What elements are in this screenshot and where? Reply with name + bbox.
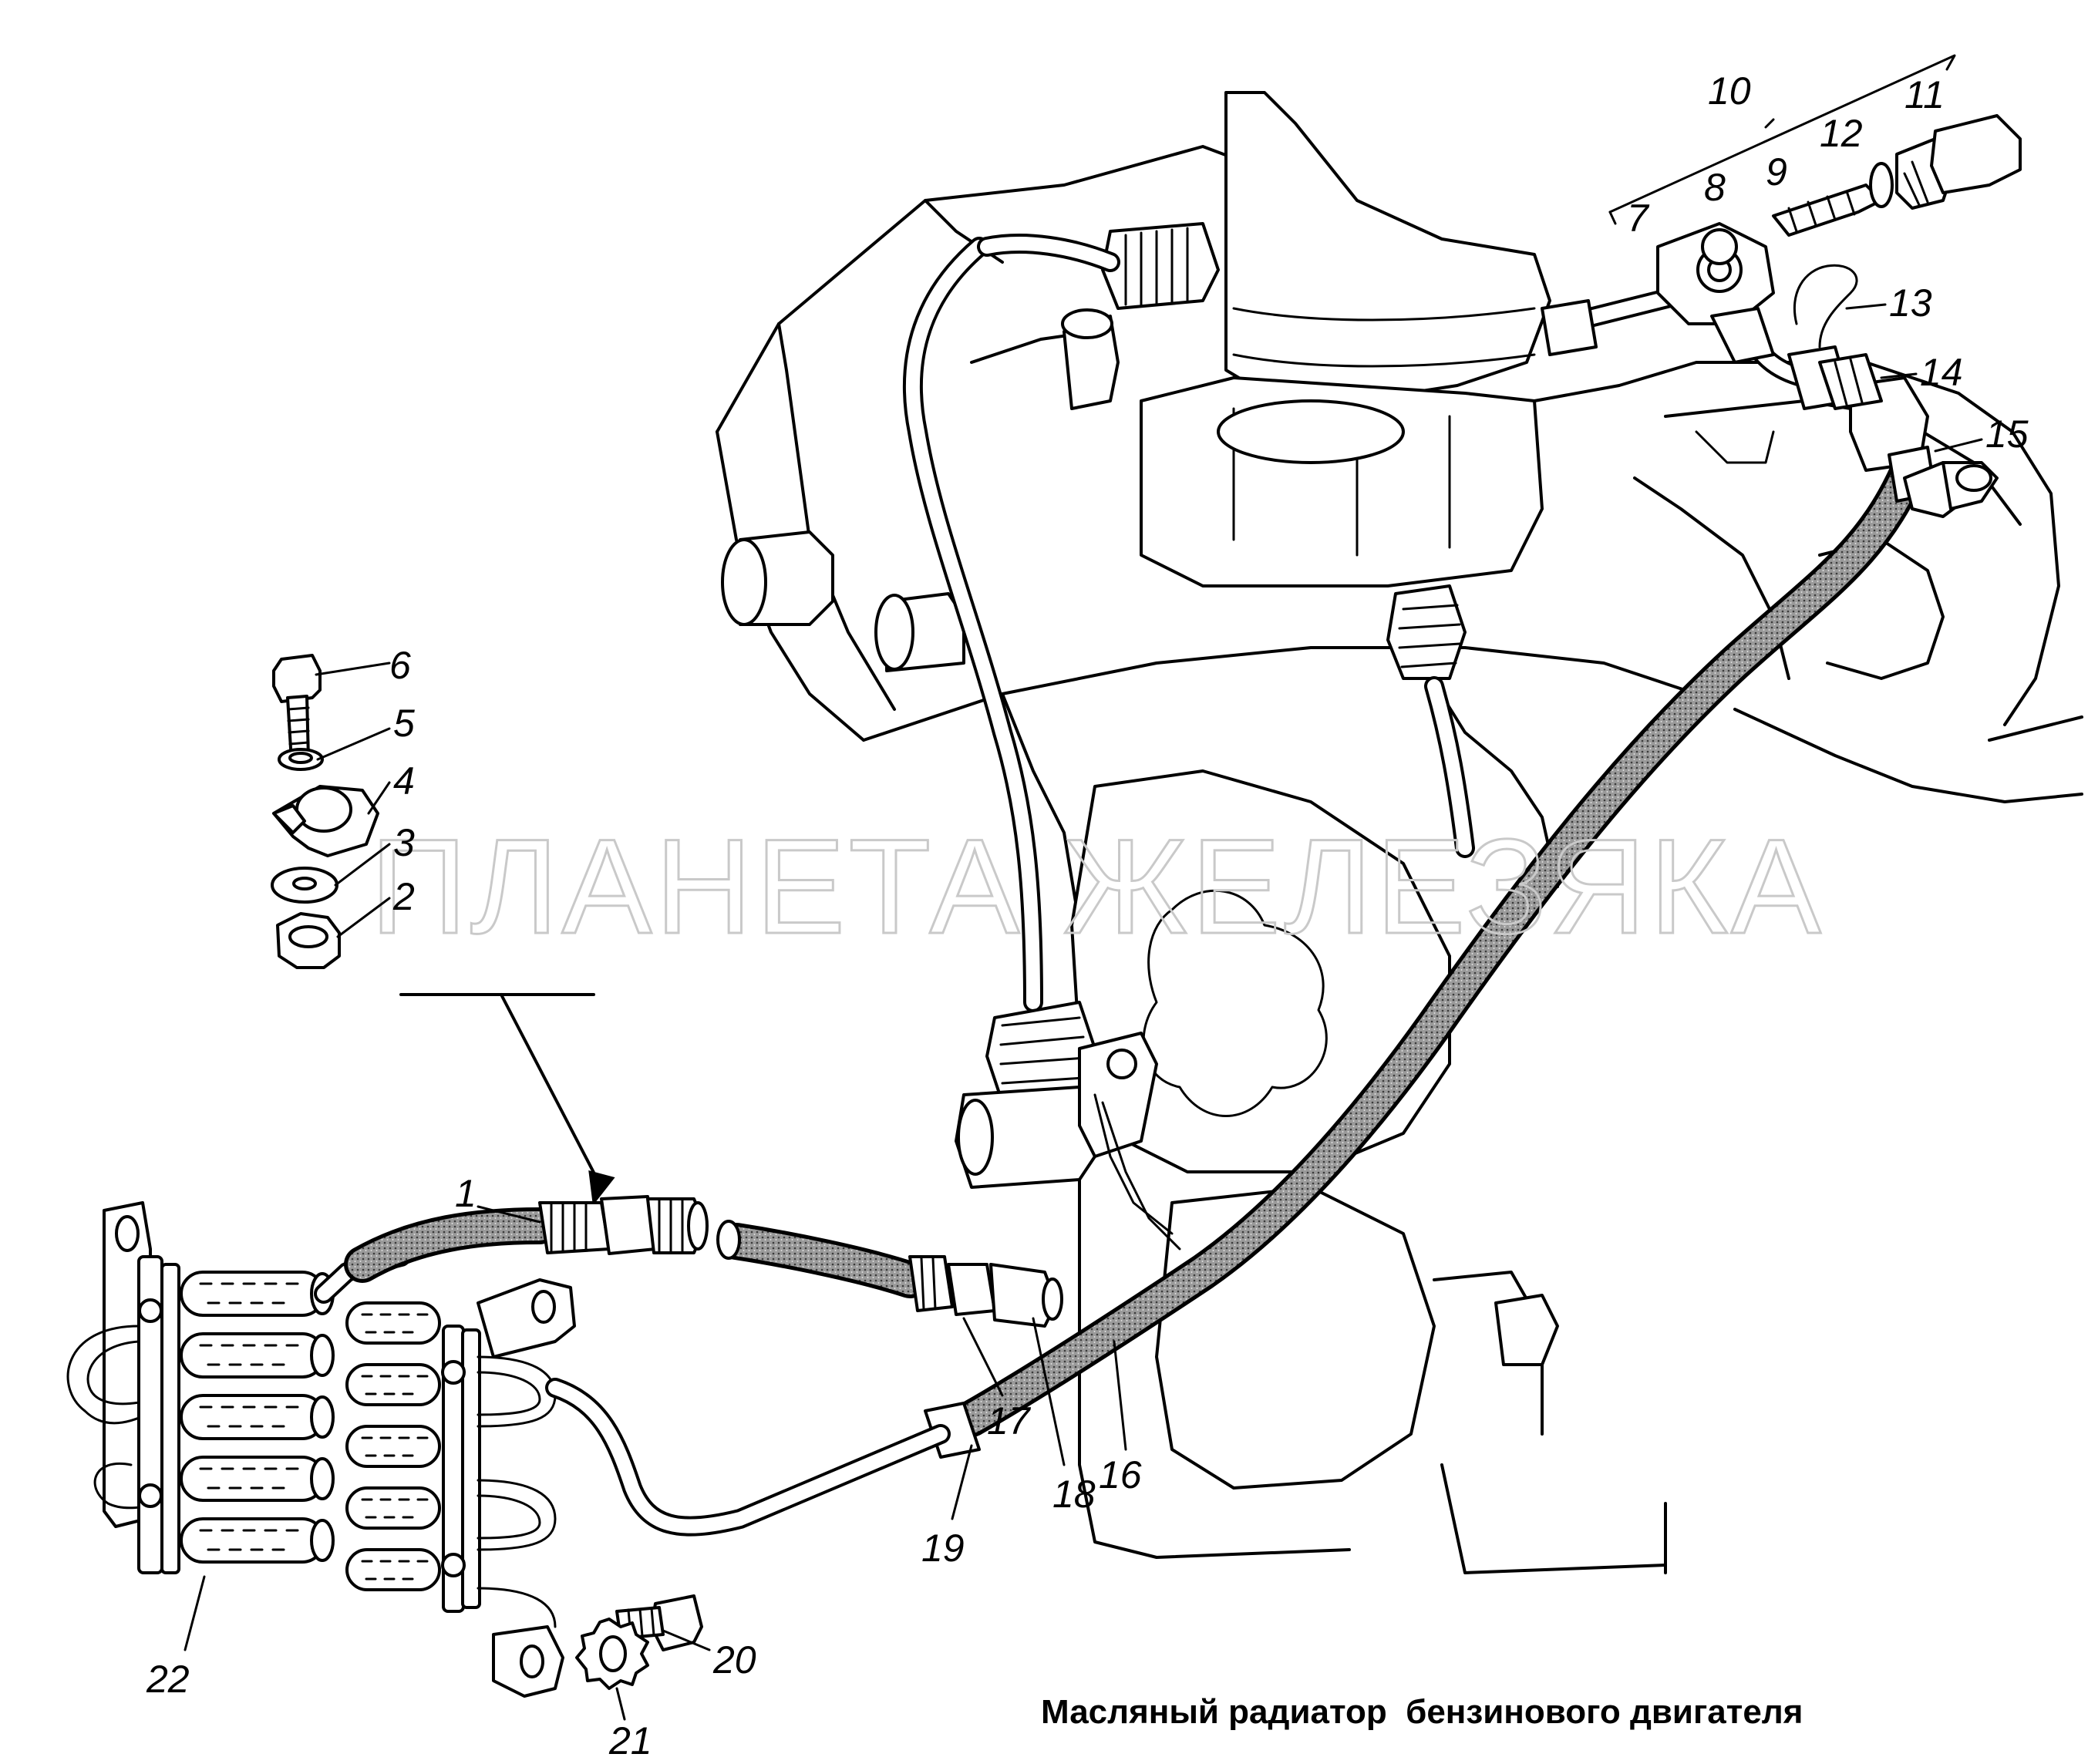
toothed-washer-21 [575, 1618, 649, 1690]
callout-22: 22 [146, 1658, 190, 1701]
callout-9: 9 [1766, 150, 1787, 194]
callout-17: 17 [987, 1399, 1032, 1443]
callout-10: 10 [1708, 69, 1751, 113]
diagram-caption: Масляный радиатор бензинового двигателя [1041, 1693, 1803, 1731]
hose-1 [344, 1195, 709, 1283]
callout-4: 4 [393, 759, 415, 803]
callout-1: 1 [455, 1172, 477, 1215]
mount-hardware [271, 654, 379, 969]
oil-cooler-radiator [66, 1201, 951, 1698]
watermark: ПЛАНЕТА ЖЕЛЕЗЯКА [370, 812, 1824, 962]
callout-7: 7 [1627, 197, 1650, 240]
callout-15: 15 [1985, 412, 2029, 456]
hose-17-18 [716, 1220, 1063, 1328]
cooler-fin-tubes-left [180, 1271, 335, 1564]
callout-14: 14 [1920, 351, 1963, 394]
upper-fittings [1541, 114, 2022, 518]
callout-12: 12 [1820, 112, 1863, 155]
leader-lines [184, 54, 1983, 1721]
callout-6: 6 [389, 644, 411, 687]
callout-16: 16 [1099, 1453, 1142, 1496]
callout-5: 5 [393, 702, 415, 745]
callout-19: 19 [921, 1527, 965, 1570]
callout-11: 11 [1904, 73, 1945, 116]
detail-pointer-arrow [399, 993, 615, 1206]
callout-13: 13 [1889, 281, 1932, 325]
callout-20: 20 [712, 1638, 756, 1682]
cooler-fin-tubes-right [345, 1301, 441, 1591]
callout-8: 8 [1704, 166, 1726, 209]
callout-3: 3 [393, 821, 415, 864]
callout-labels: 1 2 3 4 5 6 7 8 9 10 11 12 13 14 15 16 1… [146, 69, 2029, 1762]
callout-21: 21 [608, 1719, 652, 1762]
callout-2: 2 [392, 875, 415, 918]
engine-block [716, 91, 2083, 1574]
callout-18: 18 [1052, 1473, 1096, 1516]
bolt-20 [615, 1594, 703, 1651]
